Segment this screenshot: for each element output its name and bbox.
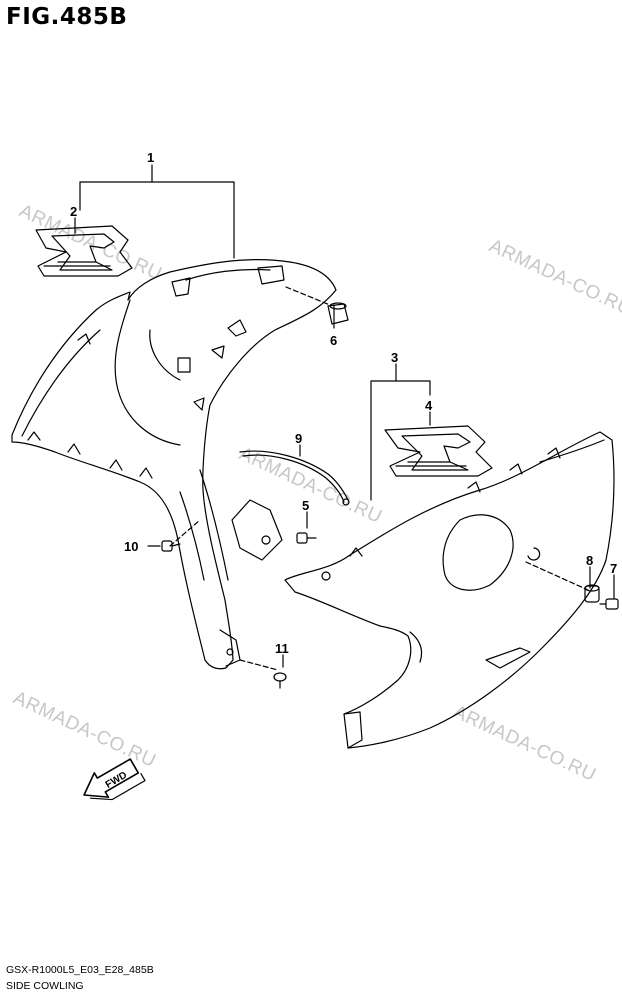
watermarks: ARMADA-CO.RU ARMADA-CO.RU ARMADA-CO.RU A… xyxy=(10,200,622,785)
watermark-5: ARMADA-CO.RU xyxy=(450,701,599,785)
molding-strip xyxy=(239,450,350,506)
figure-title: FIG.485B xyxy=(6,4,128,30)
decal-lower xyxy=(384,425,493,477)
watermark-2: ARMADA-CO.RU xyxy=(486,235,622,319)
callout-labels: 1 2 3 4 5 6 7 8 9 10 11 xyxy=(70,150,617,656)
footer-code: GSX-R1000L5_E03_E28_485B xyxy=(6,964,154,976)
decal-upper xyxy=(35,225,133,277)
fwd-arrow-icon xyxy=(83,758,146,801)
callout-11: 11 xyxy=(275,641,289,656)
leader-lines xyxy=(74,164,615,671)
callout-9: 9 xyxy=(295,431,302,446)
lower-side-cowling xyxy=(284,431,615,749)
callout-5: 5 xyxy=(302,498,309,513)
callout-3: 3 xyxy=(391,350,398,365)
watermark-4: ARMADA-CO.RU xyxy=(10,687,159,771)
fasteners xyxy=(161,302,619,689)
footer-description: SIDE COWLING xyxy=(6,980,84,992)
callout-6: 6 xyxy=(330,333,337,348)
upper-side-cowling xyxy=(11,259,337,670)
callout-1: 1 xyxy=(147,150,154,165)
watermark-3: ARMADA-CO.RU xyxy=(236,443,385,527)
callout-7: 7 xyxy=(610,561,617,576)
callout-2: 2 xyxy=(70,204,77,219)
callout-10: 10 xyxy=(124,539,138,554)
watermark-1: ARMADA-CO.RU xyxy=(16,200,165,284)
callout-4: 4 xyxy=(425,398,433,413)
callout-8: 8 xyxy=(586,553,593,568)
